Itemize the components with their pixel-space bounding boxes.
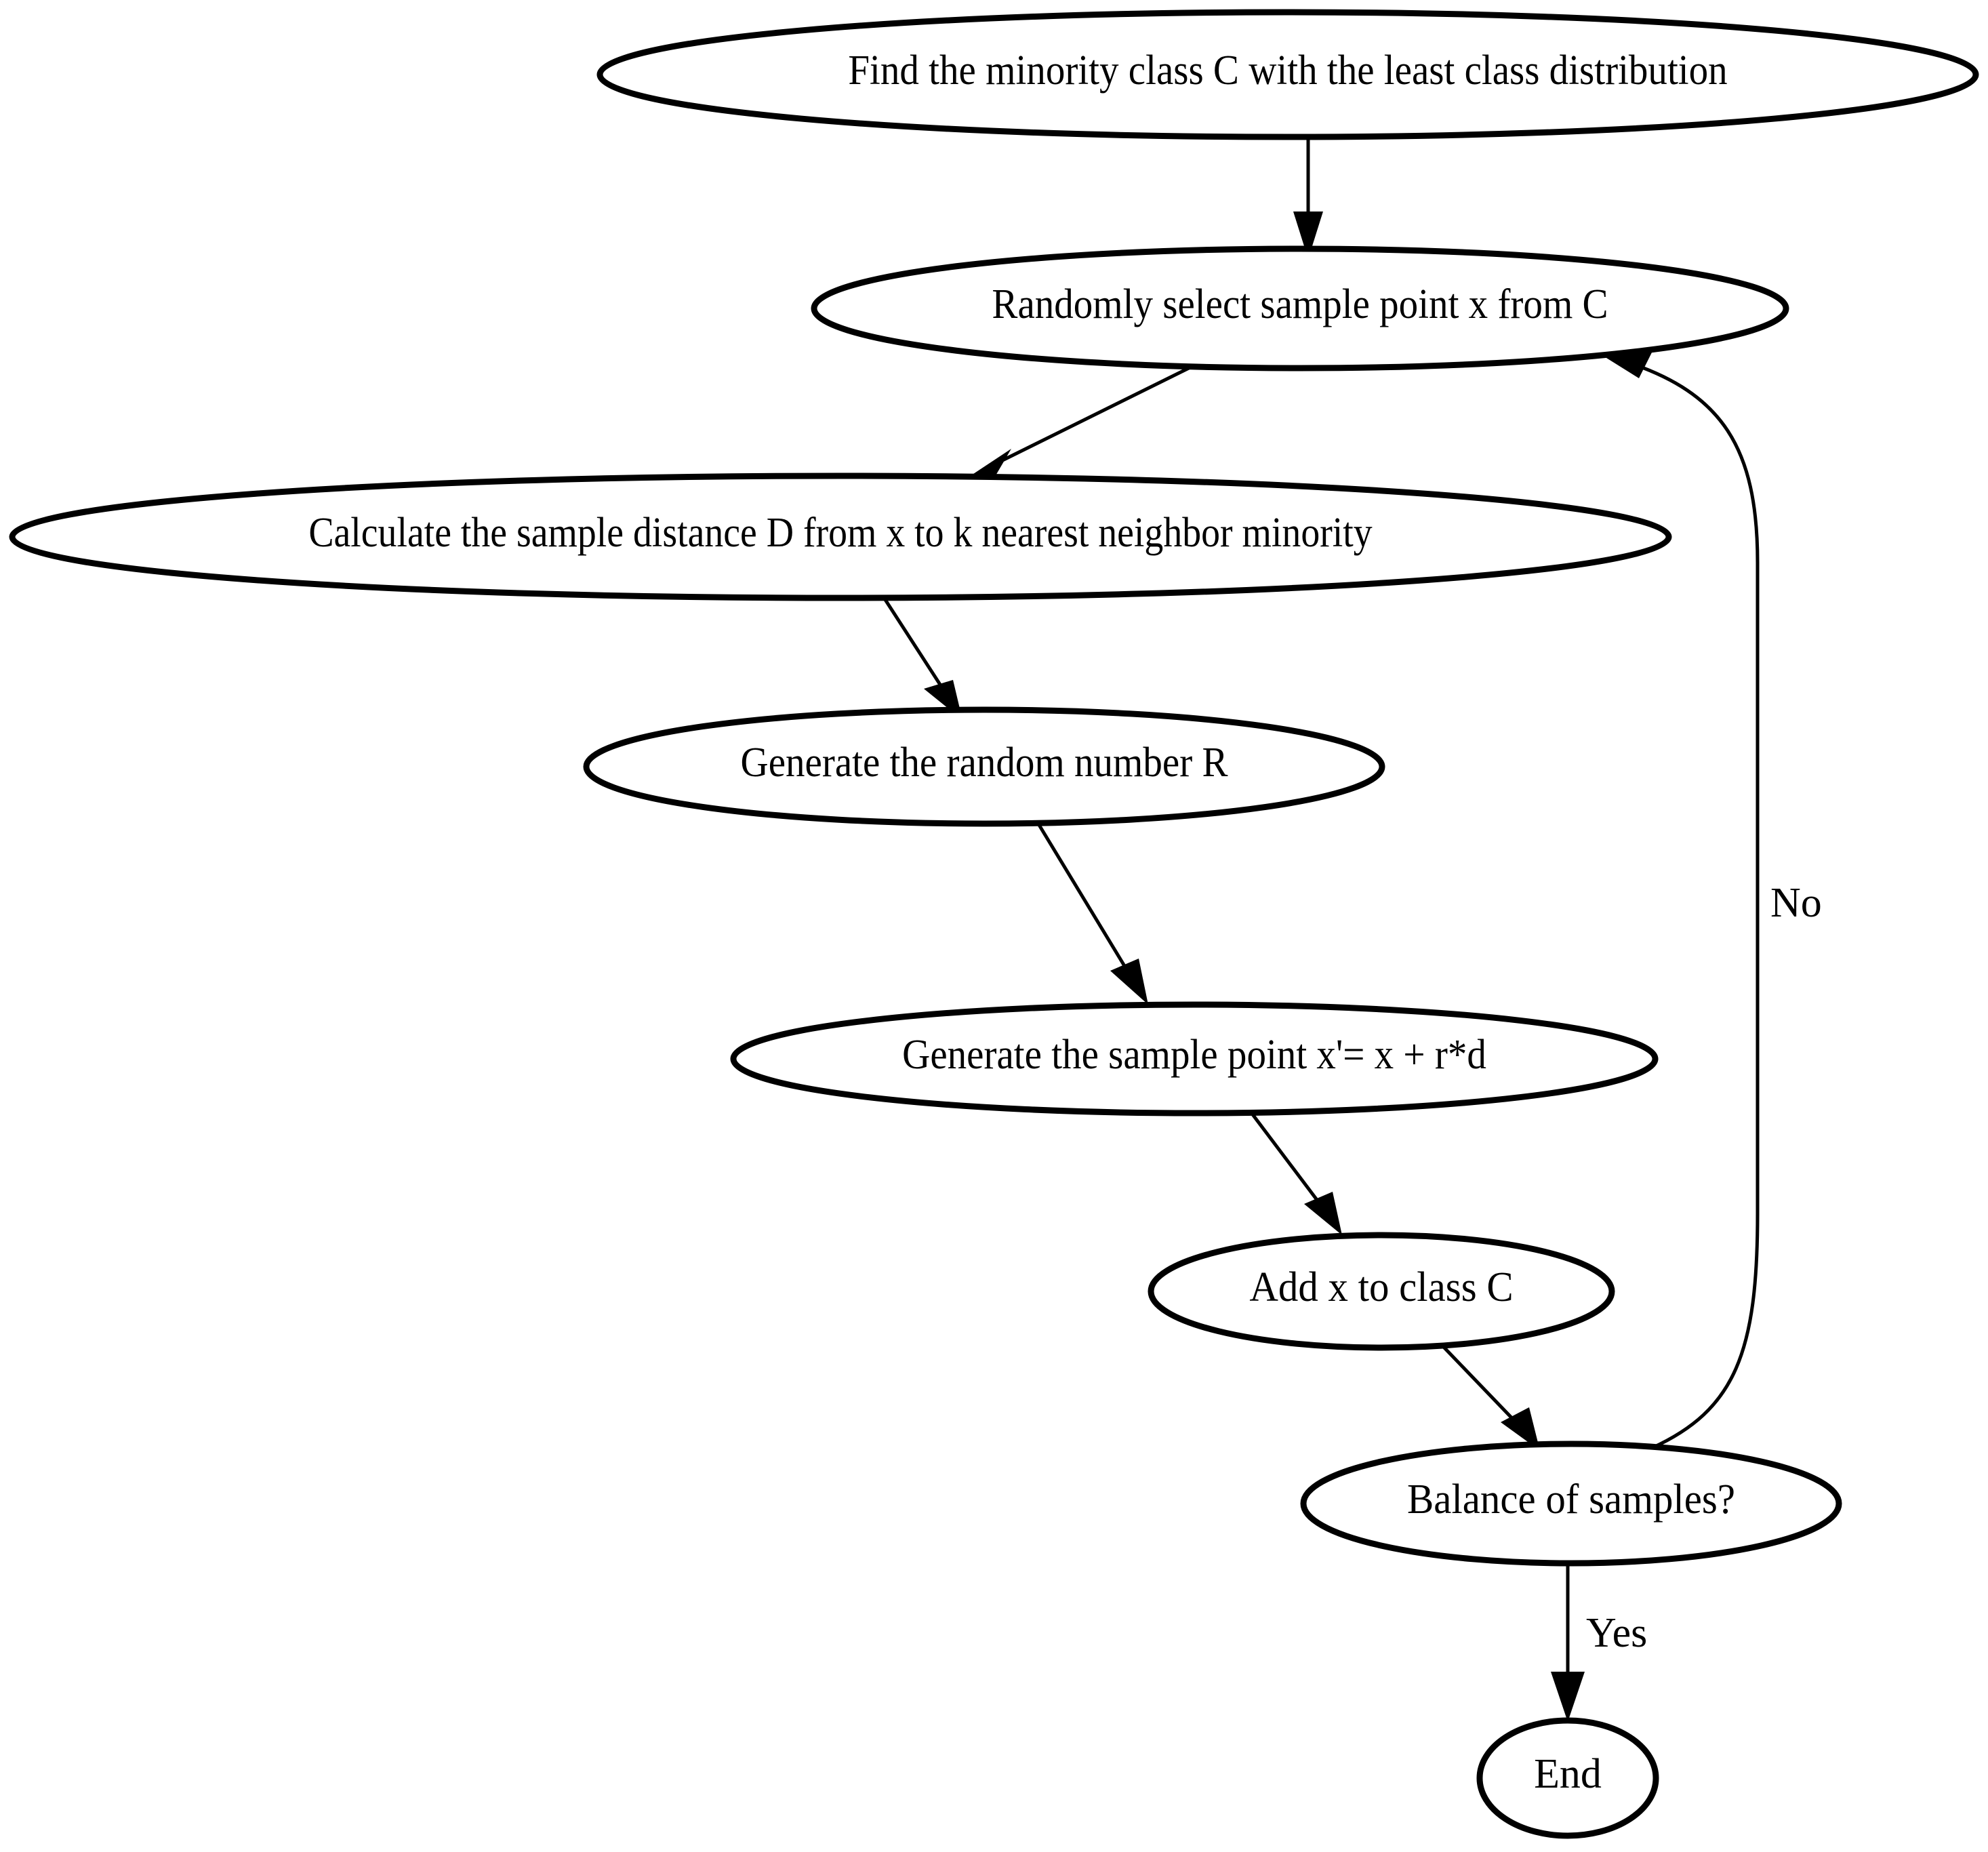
edge-generate-random-number-to-generate-sample-point: [1035, 820, 1148, 1005]
node-shape-ellipse[interactable]: [1148, 1232, 1615, 1351]
edge-line: [1035, 820, 1136, 983]
node-balance-of-samples[interactable]: Balance of samples?: [1300, 1441, 1842, 1567]
edge-add-x-to-class-to-balance-of-samples: [1439, 1342, 1540, 1451]
node-generate-random-number[interactable]: Generate the random number R: [583, 706, 1385, 827]
edge-line: [986, 364, 1194, 470]
node-label: Randomly select sample point x from C: [992, 281, 1608, 327]
nodes-layer: Find the minority class C with the least…: [9, 9, 1979, 1839]
edge-line: [1626, 360, 1760, 1450]
edge-label-no: No: [1770, 880, 1822, 926]
arrowhead-icon: [1501, 1407, 1540, 1451]
arrowhead-icon: [1304, 1192, 1342, 1235]
node-shape-ellipse[interactable]: [811, 245, 1789, 371]
node-random-select-point[interactable]: Randomly select sample point x from C: [811, 245, 1789, 371]
edge-find-minority-class-to-random-select-point: [1293, 136, 1323, 259]
node-shape-ellipse[interactable]: [730, 1001, 1659, 1116]
edge-balance-of-samples-to-end: [1551, 1565, 1585, 1722]
edge-line: [1249, 1110, 1328, 1215]
node-shape-ellipse[interactable]: [1476, 1717, 1659, 1839]
arrowhead-icon: [1293, 212, 1323, 259]
edge-generate-sample-point-to-add-x-to-class: [1249, 1110, 1342, 1235]
arrowhead-icon: [965, 449, 1011, 479]
node-label: Add x to class C: [1249, 1264, 1513, 1311]
node-label: Generate the random number R: [741, 739, 1228, 786]
node-label: Find the minority class C with the least…: [848, 47, 1727, 94]
node-label: Calculate the sample distance D from x t…: [308, 509, 1373, 556]
arrowhead-icon: [1551, 1672, 1585, 1722]
node-label: Balance of samples?: [1407, 1476, 1735, 1523]
node-find-minority-class[interactable]: Find the minority class C with the least…: [596, 9, 1979, 140]
edge-labels-layer: Yes No: [1586, 880, 1822, 1656]
node-label: End: [1534, 1751, 1602, 1797]
edge-calculate-distance-to-generate-random-number: [881, 595, 962, 720]
node-shape-ellipse[interactable]: [1300, 1441, 1842, 1567]
node-calculate-distance[interactable]: Calculate the sample distance D from x t…: [9, 472, 1672, 601]
node-shape-ellipse[interactable]: [583, 706, 1385, 827]
edge-label-yes: Yes: [1586, 1610, 1647, 1656]
edge-line: [1439, 1342, 1525, 1432]
edge-line: [881, 595, 951, 700]
edge-balance-of-samples-to-random-select-point: [1601, 346, 1760, 1450]
node-end[interactable]: End: [1476, 1717, 1659, 1839]
node-add-x-to-class[interactable]: Add x to class C: [1148, 1232, 1615, 1351]
edge-random-select-point-to-calculate-distance: [965, 364, 1194, 479]
edges-layer: [881, 136, 1760, 1722]
node-generate-sample-point[interactable]: Generate the sample point x'= x + r*d: [730, 1001, 1659, 1116]
node-shape-ellipse[interactable]: [9, 472, 1672, 601]
node-label: Generate the sample point x'= x + r*d: [902, 1031, 1486, 1078]
node-shape-ellipse[interactable]: [596, 9, 1979, 140]
arrowhead-icon: [1110, 959, 1148, 1005]
